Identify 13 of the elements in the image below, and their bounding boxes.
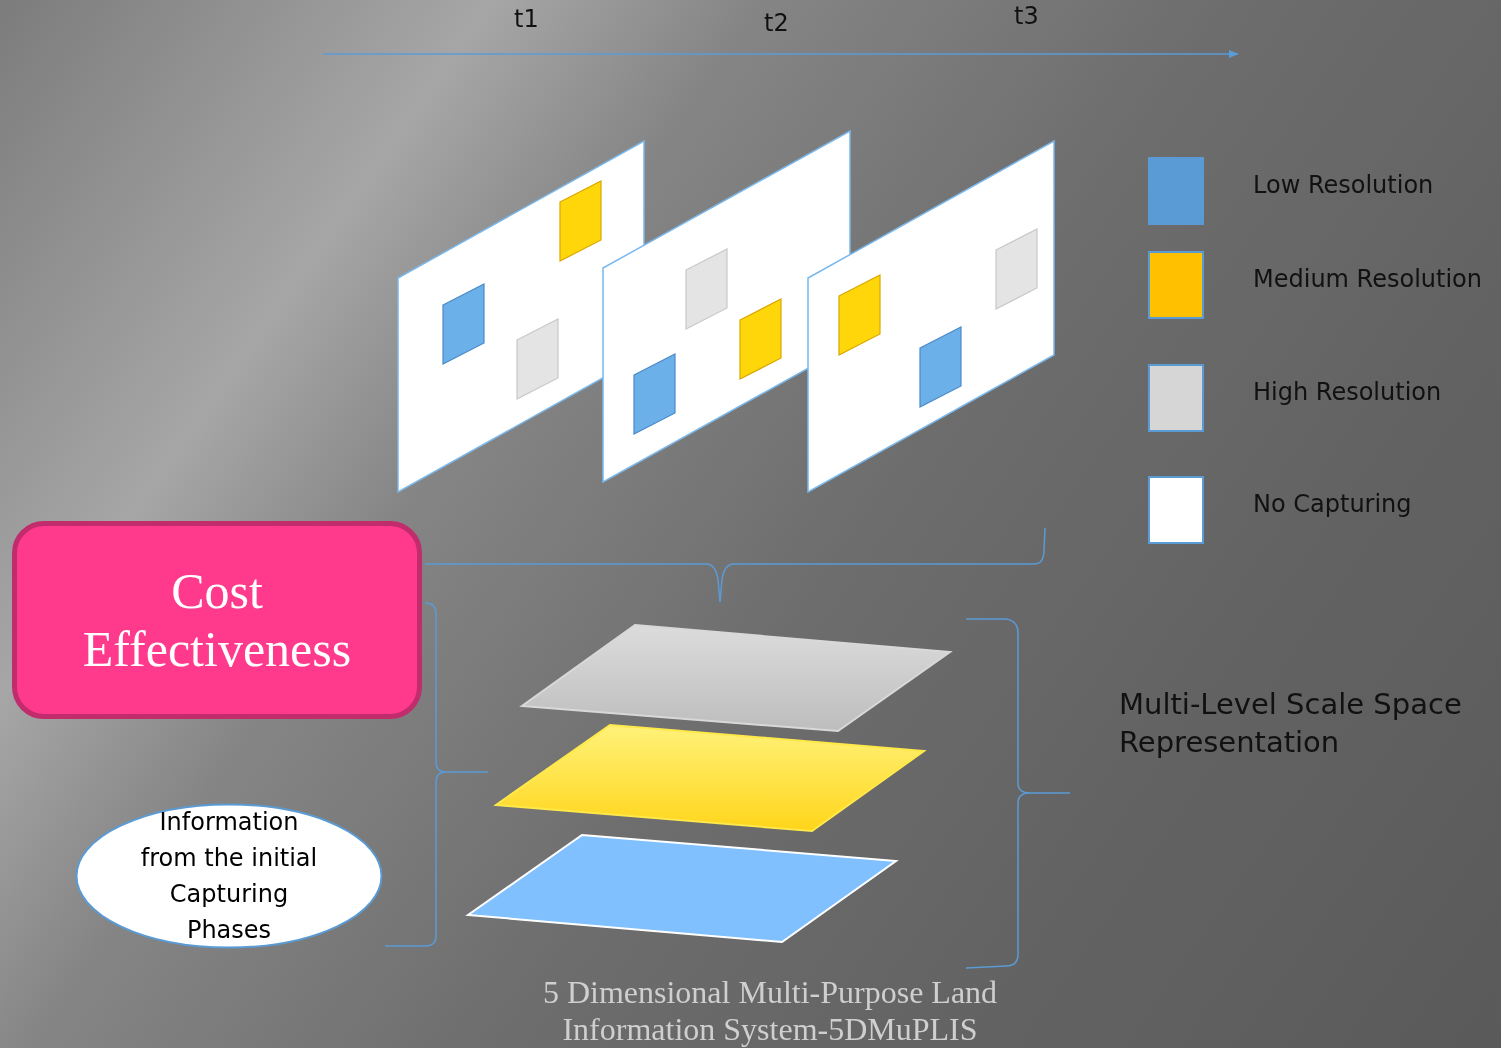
ellipse-text: Information from the initial Capturing Phases xyxy=(139,807,319,946)
legend-label: High Resolution xyxy=(1253,377,1442,408)
rounded-box xyxy=(12,521,422,719)
time-label: t1 xyxy=(514,4,539,35)
ellipse-node xyxy=(75,803,383,949)
legend-label: Low Resolution xyxy=(1253,170,1434,201)
box-title: Cost Effectiveness xyxy=(81,562,353,678)
caption: 5 Dimensional Multi-Purpose Land Information System-5DMuPLIS xyxy=(541,974,999,1048)
legend-label: Medium Resolution xyxy=(1253,264,1482,295)
legend-label: No Capturing xyxy=(1253,489,1412,520)
description-label: Multi-Level Scale Space Representation xyxy=(1119,686,1463,761)
time-label: t2 xyxy=(764,8,789,39)
time-label: t3 xyxy=(1014,1,1039,32)
